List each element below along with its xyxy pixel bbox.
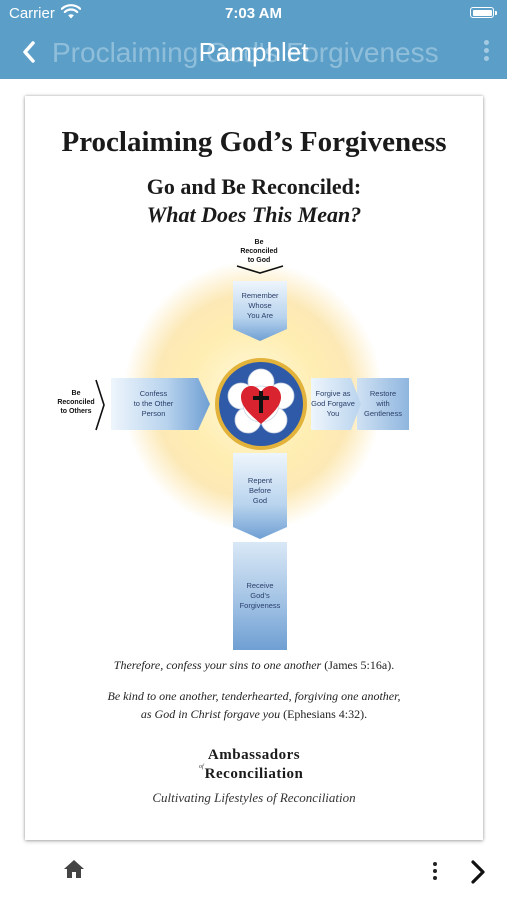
- org-name-line1: Ambassadors: [207, 747, 301, 763]
- label-reconciled-to-others: Be Reconciled to Others: [57, 390, 95, 415]
- more-options-icon[interactable]: [481, 38, 491, 66]
- scripture-james: Therefore, confess your sins to one anot…: [113, 658, 395, 672]
- luther-rose-emblem: [215, 358, 307, 450]
- label-reconciled-to-god: Be Reconciled to God: [240, 239, 278, 264]
- next-page-icon[interactable]: [469, 858, 487, 886]
- clock: 7:03 AM: [225, 5, 282, 22]
- document-title: Proclaiming God’s Forgiveness: [61, 126, 447, 158]
- document-subtitle: Go and Be Reconciled:: [146, 174, 362, 199]
- status-bar: Carrier 7:03 AM: [0, 0, 507, 26]
- carrier-label: Carrier: [9, 5, 55, 22]
- wifi-icon: [61, 4, 81, 19]
- top-bar: Carrier 7:03 AM Proclaiming God's Forgiv…: [0, 0, 507, 79]
- previous-title: Proclaiming God's Forgiveness: [52, 37, 439, 68]
- home-icon[interactable]: [63, 859, 85, 879]
- more-options-icon[interactable]: [430, 861, 440, 883]
- document-subtitle-question: What Does This Mean?: [146, 202, 362, 227]
- battery-icon: [470, 7, 497, 18]
- chevron-down-icon: [236, 265, 284, 274]
- navigation-bar: Proclaiming God's Forgiveness Pamphlet: [0, 26, 507, 79]
- back-button[interactable]: [18, 38, 40, 66]
- chevron-right-icon: [95, 379, 105, 431]
- org-tagline: Cultivating Lifestyles of Reconciliation: [152, 790, 356, 805]
- bottom-toolbar: [0, 846, 507, 900]
- org-name-line2: Reconciliation: [204, 766, 304, 782]
- page-title: Pamphlet: [198, 37, 309, 67]
- pamphlet-page: Proclaiming God’s Forgiveness Go and Be …: [25, 96, 483, 840]
- scripture-ephesians: Be kind to one another, tenderhearted, f…: [107, 689, 401, 721]
- org-name-of: of: [199, 764, 204, 770]
